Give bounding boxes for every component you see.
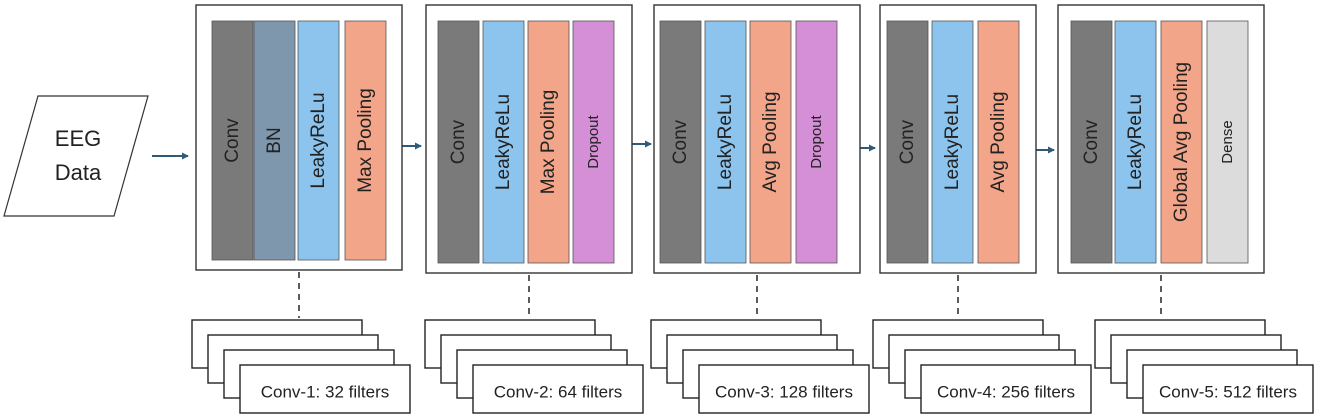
eeg-input-node: EEG Data [3, 95, 149, 217]
layer-pool [527, 20, 570, 264]
layer-pool [1160, 20, 1203, 264]
filters-label: Conv-5: 512 filters [1159, 383, 1297, 402]
layer-leaky [931, 20, 974, 264]
layer-label: Global Avg Pooling [1171, 62, 1192, 222]
layer-pool [749, 20, 792, 264]
filter-card [698, 364, 870, 414]
filters-label: Conv-4: 256 filters [937, 383, 1075, 402]
layer-label: LeakyReLu [1125, 94, 1146, 190]
layer-label: BN [264, 127, 285, 153]
layer-conv [1070, 20, 1113, 264]
layer-label: Dropout [808, 114, 825, 168]
layer-leaky [482, 20, 525, 264]
filter-card [472, 364, 644, 414]
eeg-input-label-line2: Data [55, 160, 102, 185]
layer-bn [253, 20, 296, 261]
layer-label: Conv [448, 119, 469, 164]
layer-conv [886, 20, 929, 264]
layer-label: Avg Pooling [988, 91, 1009, 192]
layer-label: Max Pooling [538, 90, 559, 195]
layer-pool [977, 20, 1020, 264]
layer-dense [1206, 20, 1249, 264]
layer-label: Conv [897, 119, 918, 164]
filters-label: Conv-3: 128 filters [715, 383, 853, 402]
layer-label: Max Pooling [355, 88, 376, 193]
layer-label: Conv [670, 119, 691, 164]
layer-leaky [704, 20, 747, 264]
filters-label: Conv-1: 32 filters [261, 383, 390, 402]
layer-pool [344, 20, 387, 261]
layer-leaky [297, 20, 340, 261]
layer-label: LeakyReLu [308, 92, 329, 188]
layer-label: LeakyReLu [715, 94, 736, 190]
layer-conv [659, 20, 702, 264]
filters-label: Conv-2: 64 filters [494, 383, 623, 402]
layer-dropout [795, 20, 838, 264]
layer-leaky [1114, 20, 1157, 264]
layer-label: Dense [1219, 120, 1236, 163]
layer-label: LeakyReLu [493, 94, 514, 190]
layer-conv [437, 20, 480, 264]
conv-block-5: Conv LeakyReLu Global Avg Pooling DenseConv… [1057, 4, 1314, 414]
layer-label: Conv [1081, 119, 1102, 164]
layer-label: LeakyReLu [942, 94, 963, 190]
layer-label: Avg Pooling [760, 91, 781, 192]
filter-card [920, 364, 1092, 414]
filter-card [239, 364, 411, 414]
layer-conv [211, 20, 254, 261]
layer-label: Conv [222, 118, 243, 163]
layer-label: Dropout [585, 114, 602, 168]
filter-card [1142, 364, 1314, 414]
eeg-input-label-line1: EEG [55, 126, 101, 151]
layer-dropout [572, 20, 615, 264]
